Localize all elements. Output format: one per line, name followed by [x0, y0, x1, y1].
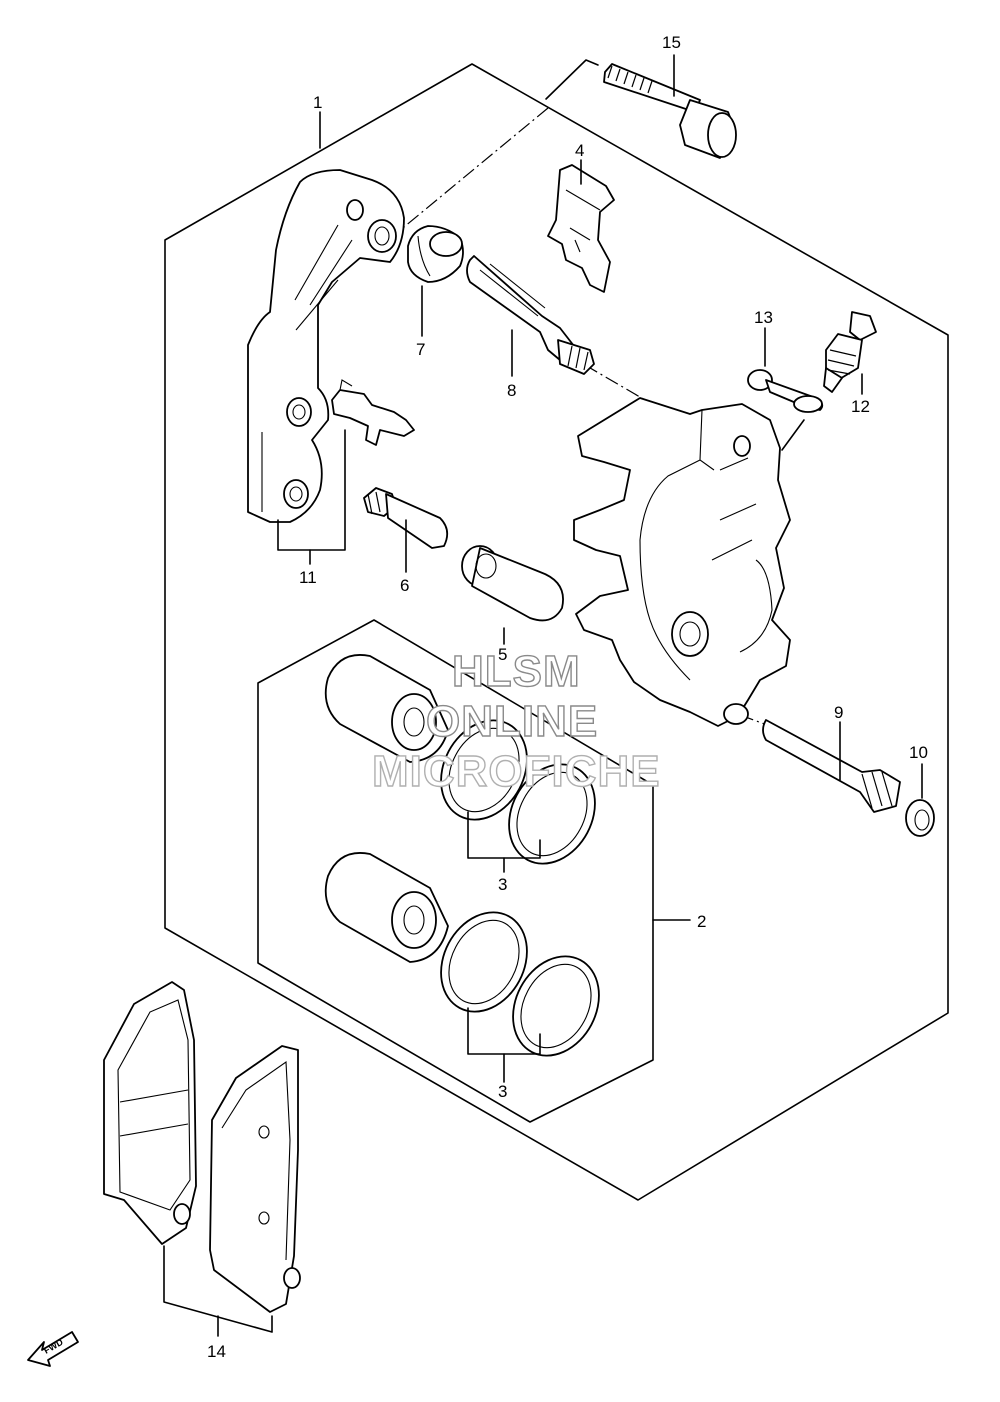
- piston-group-outline: [257, 619, 654, 1123]
- piston-lower: [324, 852, 449, 963]
- watermark-line-1: HLSM: [452, 647, 581, 696]
- part-15-flange-bolt: [603, 63, 737, 159]
- callout-3-lower: 3: [498, 1082, 507, 1101]
- callout-7: 7: [416, 340, 425, 359]
- part-9-slide-pin: [762, 719, 901, 813]
- bolt-guide-line: [545, 59, 599, 100]
- part-1-caliper-bracket: [247, 169, 405, 523]
- callout-14: 14: [207, 1342, 226, 1361]
- callout-12: 12: [851, 397, 870, 416]
- part-6-slide-pin: [363, 487, 449, 549]
- seal-lower-2: [512, 955, 600, 1057]
- callout-15: 15: [662, 33, 681, 52]
- part-13-bleeder-cap: [747, 369, 824, 413]
- part-12-bleeder-screw: [823, 311, 877, 393]
- callout-5: 5: [498, 645, 507, 664]
- caliper-body: [573, 397, 791, 727]
- part-14-brake-pad-outer: [103, 981, 197, 1245]
- callout-8: 8: [507, 381, 516, 400]
- part-10-plug: [905, 799, 935, 837]
- part-14-brake-pad-inner: [209, 1045, 301, 1313]
- seal-upper-2: [508, 763, 596, 865]
- part-11-pad-spring-clip: [331, 379, 415, 446]
- callout-11: 11: [299, 568, 317, 587]
- part-8-slide-pin: [466, 255, 595, 375]
- watermark-line-3: MICROFICHE: [372, 747, 661, 796]
- part-5-pin-bolt: [461, 545, 564, 622]
- forward-direction-arrow-icon: FWD: [27, 1331, 79, 1367]
- callout-1: 1: [313, 93, 322, 112]
- callout-13: 13: [754, 308, 773, 327]
- bolt-dashed-line: [397, 107, 549, 233]
- watermark-line-2: ONLINE: [426, 697, 598, 746]
- callout-2: 2: [697, 912, 706, 931]
- part-7-dust-boot: [407, 225, 464, 283]
- callout-6: 6: [400, 576, 409, 595]
- callout-10: 10: [909, 743, 928, 762]
- part-4-pad-spring: [547, 164, 615, 293]
- callout-3-upper: 3: [498, 875, 507, 894]
- leader-lines: [163, 54, 923, 1337]
- piston-upper: [324, 654, 449, 763]
- seal-upper-1: [440, 719, 528, 821]
- callout-4: 4: [575, 141, 584, 160]
- seal-lower-1: [440, 911, 528, 1013]
- assembly-outline: [164, 63, 949, 1201]
- callout-9: 9: [834, 703, 843, 722]
